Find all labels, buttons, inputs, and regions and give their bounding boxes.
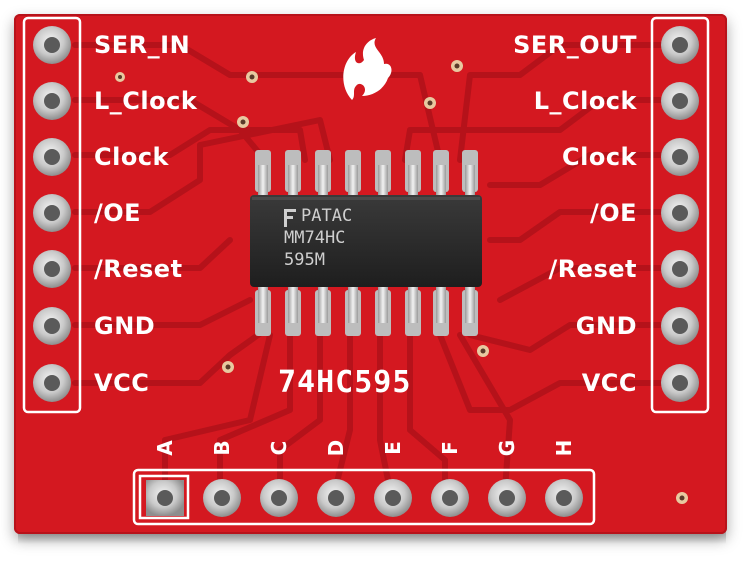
right-header-pads — [661, 26, 699, 402]
bottom-header-pads — [146, 479, 583, 517]
chip-part-line2: 595M — [284, 250, 325, 270]
left-header-pads — [33, 26, 71, 402]
chip-brand-text: PATAC — [301, 206, 353, 226]
left-pin-label-reset: /Reset — [94, 255, 183, 283]
left-pin-label-ser-in: SER_IN — [94, 31, 191, 59]
chip-legs — [258, 165, 475, 323]
pcb-traces — [72, 42, 673, 493]
bottom-pin-label-e: E — [381, 441, 405, 455]
right-pin-label-clock: Clock — [561, 143, 637, 171]
chip-part-line1: MM74HC — [284, 228, 346, 248]
bottom-pin-label-a: A — [153, 440, 177, 456]
right-pin-label-ser-out: SER_OUT — [513, 31, 637, 59]
chip-maker-logo-icon — [284, 209, 296, 227]
left-pin-label-clock: Clock — [94, 143, 170, 171]
bottom-pin-label-b: B — [210, 440, 234, 456]
ic-chip-body — [250, 195, 482, 287]
board-title: 74HC595 — [278, 365, 412, 400]
bottom-pin-label-c: C — [267, 440, 291, 456]
right-pin-label-l-clock: L_Clock — [533, 87, 637, 115]
bottom-pin-label-d: D — [324, 439, 348, 457]
left-pin-label-oe: /OE — [94, 199, 142, 227]
flame-logo-icon — [343, 38, 392, 100]
left-pin-label-vcc: VCC — [94, 369, 150, 397]
vias — [115, 60, 688, 504]
right-pin-label-vcc: VCC — [581, 369, 637, 397]
silkscreen-outlines — [22, 16, 710, 526]
left-pin-label-gnd: GND — [94, 312, 156, 340]
bottom-pin-label-h: H — [552, 439, 576, 457]
right-pin-label-oe: /OE — [589, 199, 637, 227]
right-pin-label-gnd: GND — [575, 312, 637, 340]
bottom-pin-label-f: F — [438, 441, 462, 455]
bottom-pin-label-g: G — [495, 439, 519, 457]
right-pin-label-reset: /Reset — [548, 255, 637, 283]
left-pin-label-l-clock: L_Clock — [94, 87, 198, 115]
